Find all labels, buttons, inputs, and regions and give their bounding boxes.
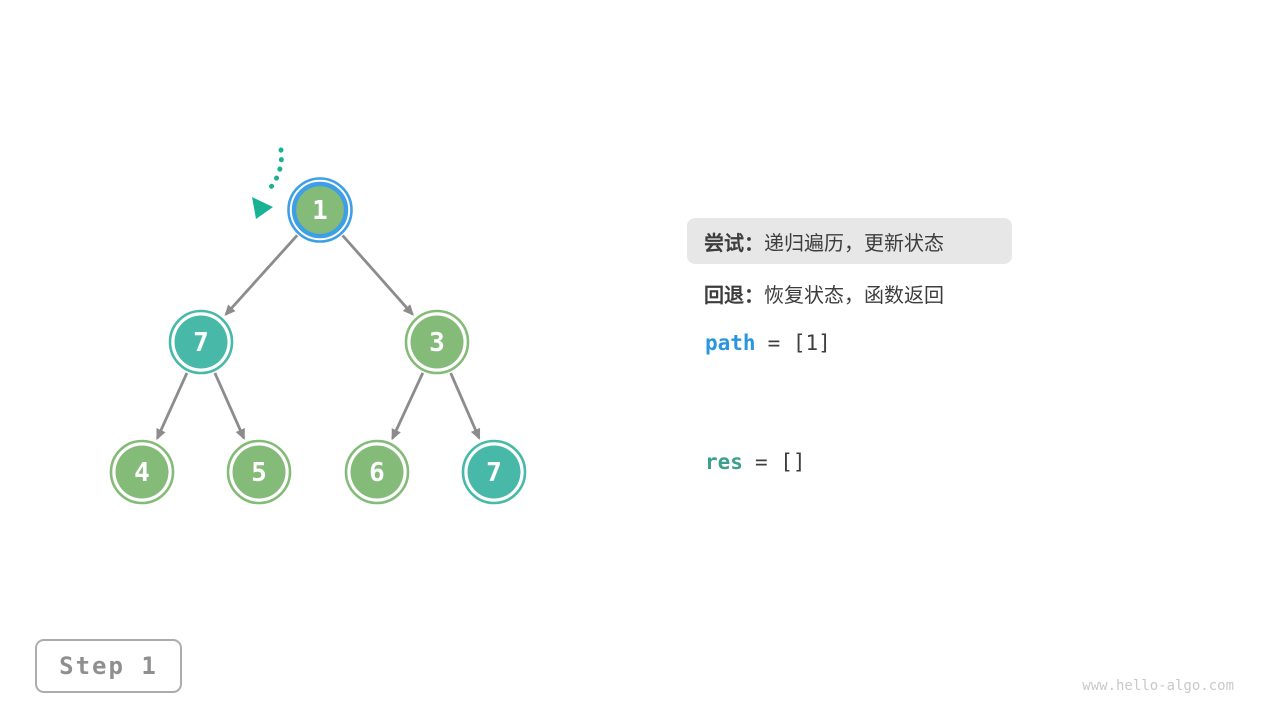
step-label: Step 1 xyxy=(35,639,182,693)
pointer-dotted-line xyxy=(263,147,284,196)
legend-try-text: 递归遍历，更新状态 xyxy=(764,232,944,255)
step-label-text: Step 1 xyxy=(59,652,158,680)
tree-node-7: 7 xyxy=(168,309,234,375)
tree-node-value: 6 xyxy=(369,458,385,488)
tree-nodes: 1 7 3 4 5 6 7 xyxy=(109,177,527,505)
res-variable-value: = [] xyxy=(754,450,806,474)
legend-try: 尝试： 递归遍历，更新状态 xyxy=(687,218,1012,264)
tree-node-value: 1 xyxy=(312,196,328,226)
legend-try-label: 尝试： xyxy=(704,232,764,255)
tree-node-6: 6 xyxy=(344,439,410,505)
watermark: www.hello-algo.com xyxy=(1082,678,1234,694)
binary-tree-diagram: 1 7 3 4 5 6 7 xyxy=(109,147,527,505)
tree-node-value: 7 xyxy=(486,458,502,488)
legend-back: 回退： 恢复状态，函数返回 xyxy=(687,270,944,316)
tree-node-1: 1 xyxy=(287,177,353,243)
legend-back-text: 恢复状态，函数返回 xyxy=(764,284,944,307)
tree-edge-n7l-n5 xyxy=(213,372,246,441)
path-variable-name: path xyxy=(705,331,756,355)
tree-node-4: 4 xyxy=(109,439,175,505)
tree-edge-n1-n3 xyxy=(341,234,414,316)
tree-edges xyxy=(156,234,481,441)
tree-node-value: 5 xyxy=(251,458,267,488)
tree-node-value: 4 xyxy=(134,458,150,488)
tree-node-value: 3 xyxy=(429,328,445,358)
res-variable-name: res xyxy=(705,450,743,474)
pointer-arrowhead-icon xyxy=(252,197,273,219)
path-variable-value: = [1] xyxy=(767,331,831,355)
tree-node-3: 3 xyxy=(404,309,470,375)
tree-node-5: 5 xyxy=(226,439,292,505)
path-variable: path = [1] xyxy=(705,329,831,357)
tree-node-value: 7 xyxy=(193,328,209,358)
tree-node-7: 7 xyxy=(461,439,527,505)
tree-edge-n3-n7r xyxy=(449,372,481,440)
tree-edge-n7l-n4 xyxy=(156,372,189,441)
res-variable: res = [] xyxy=(705,448,806,476)
legend-back-label: 回退： xyxy=(704,284,764,307)
tree-edge-n1-n7l xyxy=(224,234,299,316)
tree-edge-n3-n6 xyxy=(391,372,425,441)
current-node-pointer xyxy=(252,147,284,219)
